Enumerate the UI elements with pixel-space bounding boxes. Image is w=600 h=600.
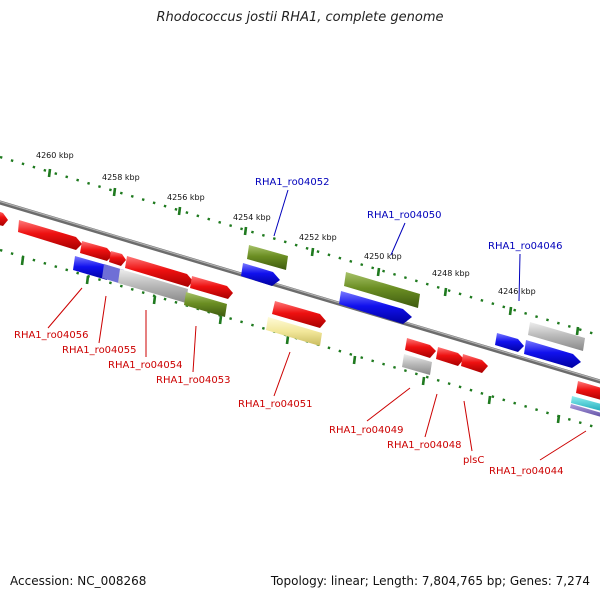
- gene-label[interactable]: RHA1_ro04056: [14, 330, 89, 341]
- leader-line: [390, 222, 406, 256]
- leader-line: [539, 430, 587, 461]
- kbp-label: 4248 kbp: [432, 269, 470, 278]
- topology-text: Topology: linear; Length: 7,804,765 bp; …: [270, 574, 590, 588]
- gene-block[interactable]: [571, 396, 600, 412]
- gene-track-forward: [0, 210, 600, 418]
- genome-title: Rhodococcus jostii RHA1, complete genome: [156, 10, 444, 25]
- accession-text: Accession: NC_008268: [10, 574, 147, 588]
- gene-block[interactable]: [102, 264, 124, 284]
- gene-label[interactable]: RHA1_ro04046: [488, 241, 563, 252]
- bottom-scale-ticks: [20, 256, 561, 424]
- leader-line: [273, 351, 291, 397]
- gene-block[interactable]: [272, 301, 326, 328]
- gene-labels-bottom: RHA1_ro04056 RHA1_ro04055 RHA1_ro04054 R…: [14, 330, 564, 477]
- gene-label[interactable]: RHA1_ro04048: [387, 440, 462, 451]
- gene-label[interactable]: plsC: [463, 455, 484, 466]
- leader-line: [366, 387, 411, 422]
- gene-block[interactable]: [118, 269, 188, 303]
- gene-block[interactable]: [247, 245, 288, 270]
- gene-block[interactable]: [436, 347, 464, 366]
- gene-block[interactable]: [73, 256, 110, 280]
- top-scale-line: [0, 155, 600, 337]
- gene-label[interactable]: RHA1_ro04053: [156, 375, 231, 386]
- kbp-label: 4260 kbp: [36, 151, 74, 160]
- gene-block[interactable]: [402, 354, 432, 375]
- leader-line: [424, 393, 438, 438]
- kbp-label: 4258 kbp: [102, 173, 140, 182]
- genome-backbone: [0, 200, 600, 384]
- leader-line: [192, 325, 197, 373]
- gene-block[interactable]: [461, 354, 488, 373]
- gene-block[interactable]: [570, 404, 600, 418]
- gene-block[interactable]: [0, 210, 8, 226]
- kbp-label: 4254 kbp: [233, 213, 271, 222]
- kbp-label: 4246 kbp: [498, 287, 536, 296]
- gene-block[interactable]: [405, 338, 436, 358]
- gene-block[interactable]: [18, 220, 82, 250]
- leader-line: [463, 400, 473, 452]
- kbp-label: 4250 kbp: [364, 252, 402, 261]
- gene-block[interactable]: [344, 272, 420, 308]
- genome-backbone-highlight: [0, 200, 600, 382]
- gene-track-overlap: [73, 256, 227, 317]
- gene-block[interactable]: [125, 256, 193, 287]
- label-leaders: [47, 189, 587, 461]
- gene-labels-top: RHA1_ro04052 RHA1_ro04050 RHA1_ro04046: [255, 177, 563, 252]
- kbp-label: 4252 kbp: [299, 233, 337, 242]
- gene-block[interactable]: [190, 276, 233, 299]
- leader-line: [47, 287, 83, 329]
- gene-block[interactable]: [241, 263, 280, 286]
- gene-label[interactable]: RHA1_ro04055: [62, 345, 137, 356]
- gene-label[interactable]: RHA1_ro04049: [329, 425, 404, 436]
- top-scale-ticks: [47, 168, 580, 336]
- kbp-label: 4256 kbp: [167, 193, 205, 202]
- gene-label[interactable]: RHA1_ro04051: [238, 399, 313, 410]
- gene-label[interactable]: RHA1_ro04054: [108, 360, 183, 371]
- gene-block[interactable]: [528, 322, 585, 351]
- leader-line: [273, 189, 289, 237]
- gene-block[interactable]: [80, 241, 113, 261]
- top-scale-labels: 4260 kbp 4258 kbp 4256 kbp 4254 kbp 4252…: [36, 151, 536, 296]
- leader-line: [98, 295, 107, 344]
- gene-label[interactable]: RHA1_ro04044: [489, 466, 564, 477]
- gene-block[interactable]: [339, 291, 412, 324]
- gene-label[interactable]: RHA1_ro04052: [255, 177, 330, 188]
- gene-block[interactable]: [495, 333, 524, 352]
- gene-block[interactable]: [184, 292, 227, 317]
- gene-block[interactable]: [576, 381, 600, 401]
- leader-line: [518, 253, 521, 302]
- gene-block[interactable]: [109, 251, 126, 266]
- gene-block[interactable]: [524, 340, 581, 368]
- bottom-scale-line: [0, 248, 600, 430]
- gene-block[interactable]: [266, 317, 322, 346]
- gene-label[interactable]: RHA1_ro04050: [367, 210, 442, 221]
